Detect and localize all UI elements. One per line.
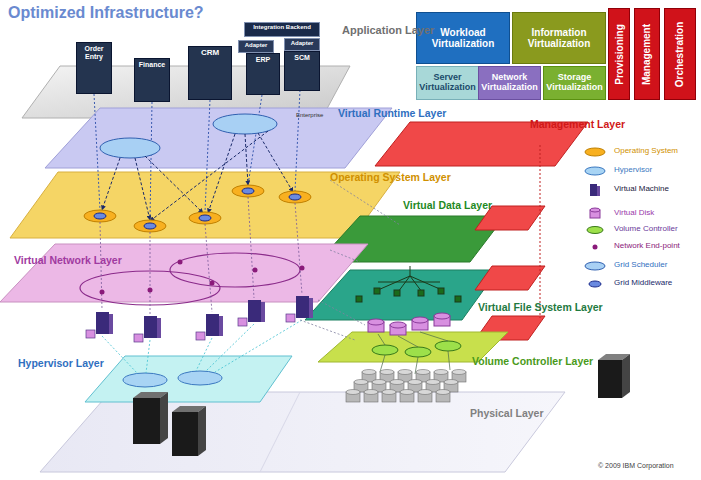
node-text: Network Virtualization — [481, 73, 538, 93]
node-text: Storage Virtualization — [546, 73, 603, 93]
network-end-point — [100, 260, 305, 295]
management-link — [540, 145, 541, 318]
virtual-disk — [368, 313, 450, 335]
layer-label: Virtual Runtime Layer — [338, 108, 446, 120]
vm-disk — [86, 314, 295, 342]
application-server: Finance — [134, 58, 170, 102]
adapter-box: Adapter — [238, 40, 274, 53]
management-plane — [475, 266, 545, 290]
hypervisor-plane — [85, 356, 292, 402]
legend-entry: Network End-point — [614, 242, 680, 251]
app-links — [94, 90, 300, 220]
node-text: Order Entry — [79, 45, 109, 60]
disk-array — [346, 370, 466, 403]
virtualization-block: Information Virtualization — [512, 12, 606, 64]
layer-label: © 2009 IBM Corporation — [598, 462, 674, 470]
scheduler-links — [102, 131, 293, 221]
network-ring — [170, 253, 300, 287]
virtualization-block: Storage Virtualization — [543, 66, 606, 100]
volume-controller — [372, 341, 461, 357]
layer-label: Volume Controller Layer — [472, 356, 593, 368]
controller-links — [378, 332, 450, 374]
application-server: CRM — [188, 46, 232, 100]
control-block: Orchestration — [664, 8, 696, 100]
layer-label: Application Layer — [342, 24, 434, 36]
plane-seam — [260, 392, 300, 472]
grid-scheduler — [100, 138, 160, 158]
application-server: ERP — [246, 53, 280, 95]
node-text: Orchestration — [675, 21, 686, 87]
legend-entry: Grid Scheduler — [614, 261, 667, 270]
application-server: SCM — [284, 51, 320, 91]
hypervisor — [123, 373, 167, 387]
node-text: Server Virtualization — [419, 73, 476, 93]
legend-entry: Operating System — [614, 147, 678, 156]
node-text: Adapter — [291, 40, 314, 47]
legend-entry: Grid Middleware — [614, 279, 672, 288]
adapter-box: Adapter — [284, 38, 320, 51]
node-text: CRM — [201, 49, 219, 58]
legend-symbols — [585, 148, 605, 287]
layer-label: Virtual Data Layer — [403, 200, 492, 212]
node-text: Management — [642, 23, 653, 84]
node-text: Finance — [139, 61, 165, 69]
node-text: Adapter — [245, 42, 268, 49]
layer-label: Hypervisor Layer — [18, 358, 104, 370]
hypervisor — [178, 371, 222, 385]
layer-label: Virtual File System Layer — [478, 302, 603, 314]
layer-label: Operating System Layer — [330, 172, 451, 184]
vm-links — [102, 300, 365, 374]
layer-label: Virtual Network Layer — [14, 255, 122, 267]
diagram-title: Optimized Infrastructure? — [8, 4, 204, 22]
legend-entry: Hypervisor — [614, 166, 652, 175]
application-server: Order Entry — [76, 42, 112, 94]
control-block: Provisioning — [608, 8, 630, 100]
legend-entry: Virtual Machine — [614, 185, 669, 194]
node-text: Information Virtualization — [515, 27, 603, 49]
virtualization-block: Server Virtualization — [416, 66, 479, 100]
control-block: Management — [634, 8, 660, 100]
node-text: Integration Backend — [253, 24, 311, 31]
operating-system — [84, 185, 311, 232]
node-text: SCM — [294, 54, 310, 62]
virtualization-block: Workload Virtualization — [416, 12, 510, 64]
legend-entry: Volume Controller — [614, 225, 678, 234]
layer-label: Management Layer — [530, 119, 625, 131]
physical-plane — [40, 392, 565, 472]
layer-label: Enterprise — [296, 112, 323, 119]
file-system-plane — [305, 270, 498, 320]
layer-label: Physical Layer — [470, 408, 544, 420]
integration-backend: Integration Backend — [244, 22, 320, 37]
legend-entry: Virtual Disk — [614, 209, 654, 218]
data-tree — [356, 266, 461, 302]
node-text: ERP — [256, 56, 270, 64]
node-text: Provisioning — [614, 24, 625, 85]
virtualization-block: Network Virtualization — [478, 66, 541, 100]
os-links — [100, 180, 400, 314]
